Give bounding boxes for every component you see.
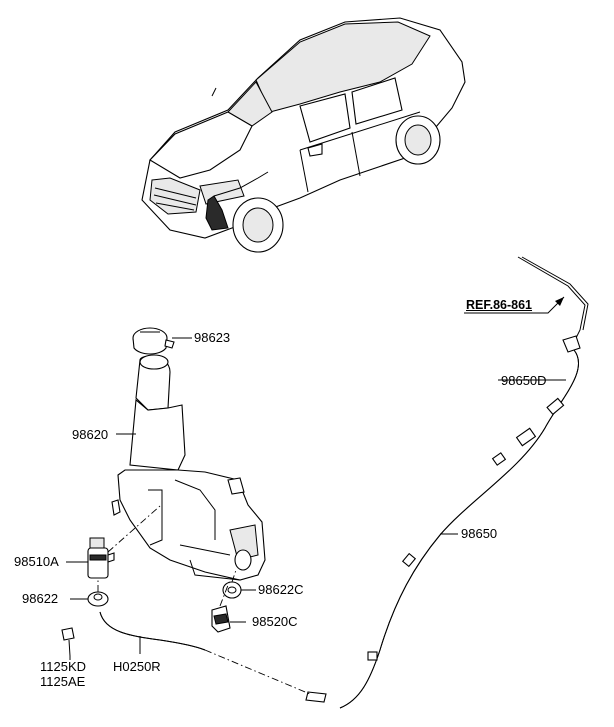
washer-reservoir <box>111 354 266 581</box>
washer-hose <box>305 256 589 709</box>
leader-lines <box>66 337 566 660</box>
ref-label: REF.86-861 <box>466 298 533 312</box>
level-sensor <box>211 605 231 633</box>
part-label-98622c: 98622C <box>258 582 304 597</box>
part-label-h0250r: H0250R <box>113 659 161 674</box>
part-label-98622: 98622 <box>22 591 59 606</box>
part-label-98623: 98623 <box>194 330 231 345</box>
pump-hose <box>99 611 206 651</box>
part-label-98650: 98650 <box>461 526 498 541</box>
assembly-lines <box>97 505 311 695</box>
vehicle-illustration <box>141 17 466 253</box>
washer-pump <box>87 537 115 579</box>
reservoir-cap <box>132 327 175 355</box>
part-label-98650d: 98650D <box>501 373 547 388</box>
part-label-98510a: 98510A <box>14 554 59 569</box>
part-label-1125ae: 1125AE <box>40 674 86 689</box>
part-label-98520c: 98520C <box>252 614 298 629</box>
part-label-98620: 98620 <box>72 427 109 442</box>
part-label-1125kd: 1125KD <box>40 659 87 674</box>
mounting-bolt <box>61 627 75 657</box>
pump-grommet <box>87 591 109 607</box>
